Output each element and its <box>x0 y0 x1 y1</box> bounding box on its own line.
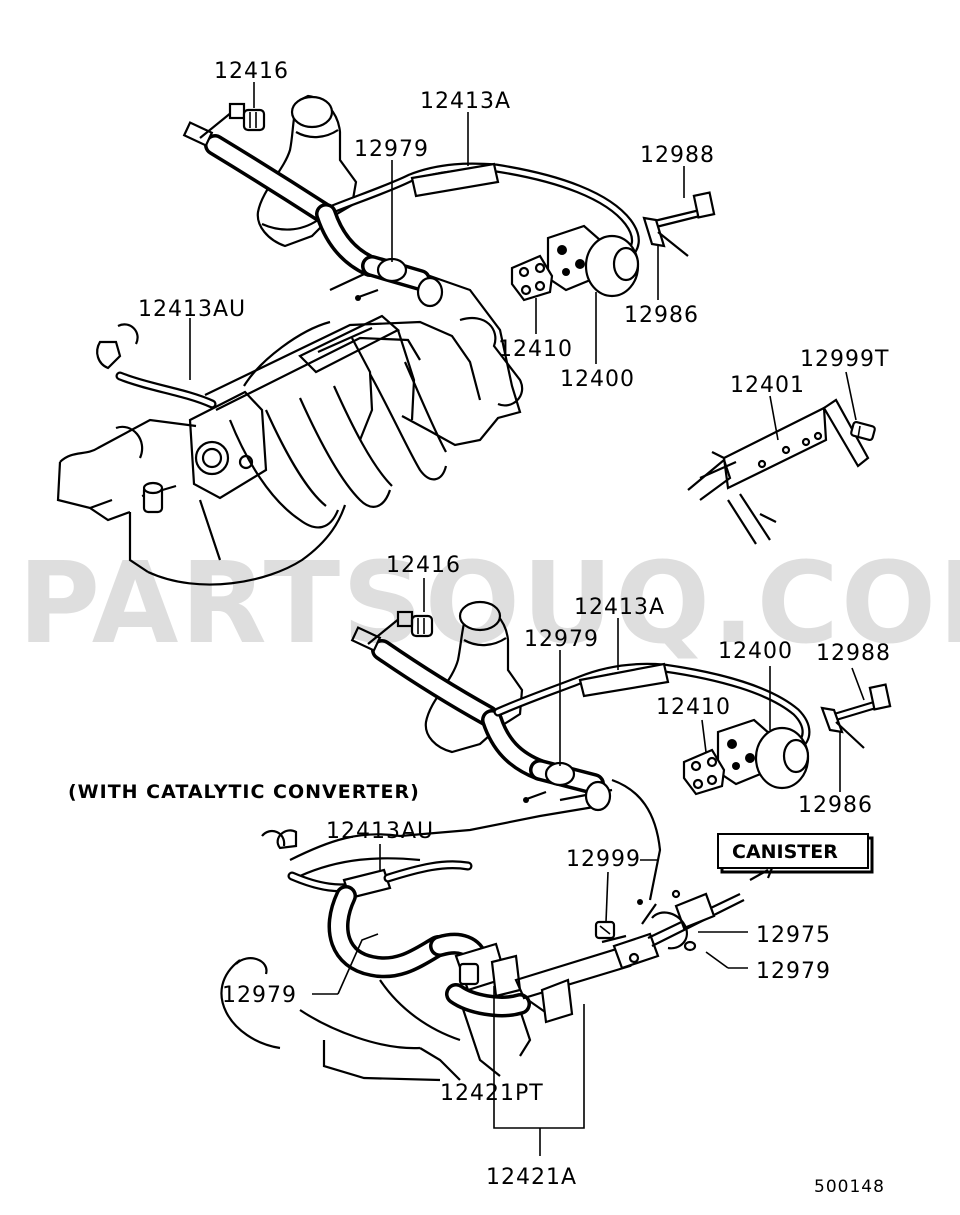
canister-hose-12975 <box>637 866 774 952</box>
callout-12413AU-lower: 12413AU <box>326 819 434 844</box>
bolt-12988-top <box>649 191 716 230</box>
leader-lines <box>189 82 865 1156</box>
callout-12410-lower: 12410 <box>656 695 731 720</box>
lower-group-labels: 12416 12413A 12979 12400 12988 12410 129… <box>222 553 891 1190</box>
bolt-12999 <box>594 920 616 940</box>
callout-12421PT: 12421PT <box>440 1081 544 1106</box>
bolt-12999T <box>850 420 876 442</box>
callout-12401: 12401 <box>730 373 805 398</box>
egr-valve-12400-lower <box>716 718 810 790</box>
callout-12416-lower: 12416 <box>386 553 461 578</box>
callout-12975: 12975 <box>756 923 831 948</box>
callout-12400-top: 12400 <box>560 367 635 392</box>
bracket-12986-top <box>642 216 689 257</box>
bracket-12401-drawing <box>687 398 870 545</box>
clamp-12979-top <box>355 257 444 308</box>
callout-12979-top: 12979 <box>354 137 429 162</box>
section-heading-catalytic: (WITH CATALYTIC CONVERTER) <box>68 781 420 803</box>
callout-12986-lower: 12986 <box>798 793 873 818</box>
callout-12979-lower-right: 12979 <box>756 959 831 984</box>
callout-12410-top: 12410 <box>498 337 573 362</box>
callout-12986-top: 12986 <box>624 303 699 328</box>
bolt-12988-lower <box>833 683 892 722</box>
egr-valve-12400 <box>546 224 640 298</box>
top-group-labels: 12416 12413A 12979 12988 12986 12410 124… <box>138 59 715 392</box>
canister-label: CANISTER <box>732 841 838 863</box>
figure-code: 500148 <box>814 1177 885 1197</box>
canister-label-box: CANISTER <box>717 833 874 874</box>
upper-engine-drawing <box>56 94 524 586</box>
callout-12999: 12999 <box>566 847 641 872</box>
callout-12416-top: 12416 <box>214 59 289 84</box>
callout-12421A: 12421A <box>486 1165 577 1190</box>
solenoid-assembly-12421A <box>445 932 660 1024</box>
callout-12413A-lower: 12413A <box>574 595 665 620</box>
callout-12413A-top: 12413A <box>420 89 511 114</box>
callout-12988-lower: 12988 <box>816 641 891 666</box>
callout-12979-lower-left: 12979 <box>222 983 297 1008</box>
gasket-12410 <box>510 254 554 302</box>
clamp-12979-lower-upper <box>523 761 612 812</box>
bracket-12986-lower <box>820 706 865 749</box>
watermark: PARTSOUQ.COM <box>18 539 960 669</box>
vacuum-fitting-12416 <box>182 102 266 147</box>
callout-12988-top: 12988 <box>640 143 715 168</box>
callout-12979-lower-upper: 12979 <box>524 627 599 652</box>
callout-12400-lower: 12400 <box>718 639 793 664</box>
callout-12999T: 12999T <box>800 347 889 372</box>
gasket-12410-lower <box>682 748 726 796</box>
callout-12413AU-top: 12413AU <box>138 297 246 322</box>
bracket-group-labels: 12999T 12401 <box>730 347 889 398</box>
